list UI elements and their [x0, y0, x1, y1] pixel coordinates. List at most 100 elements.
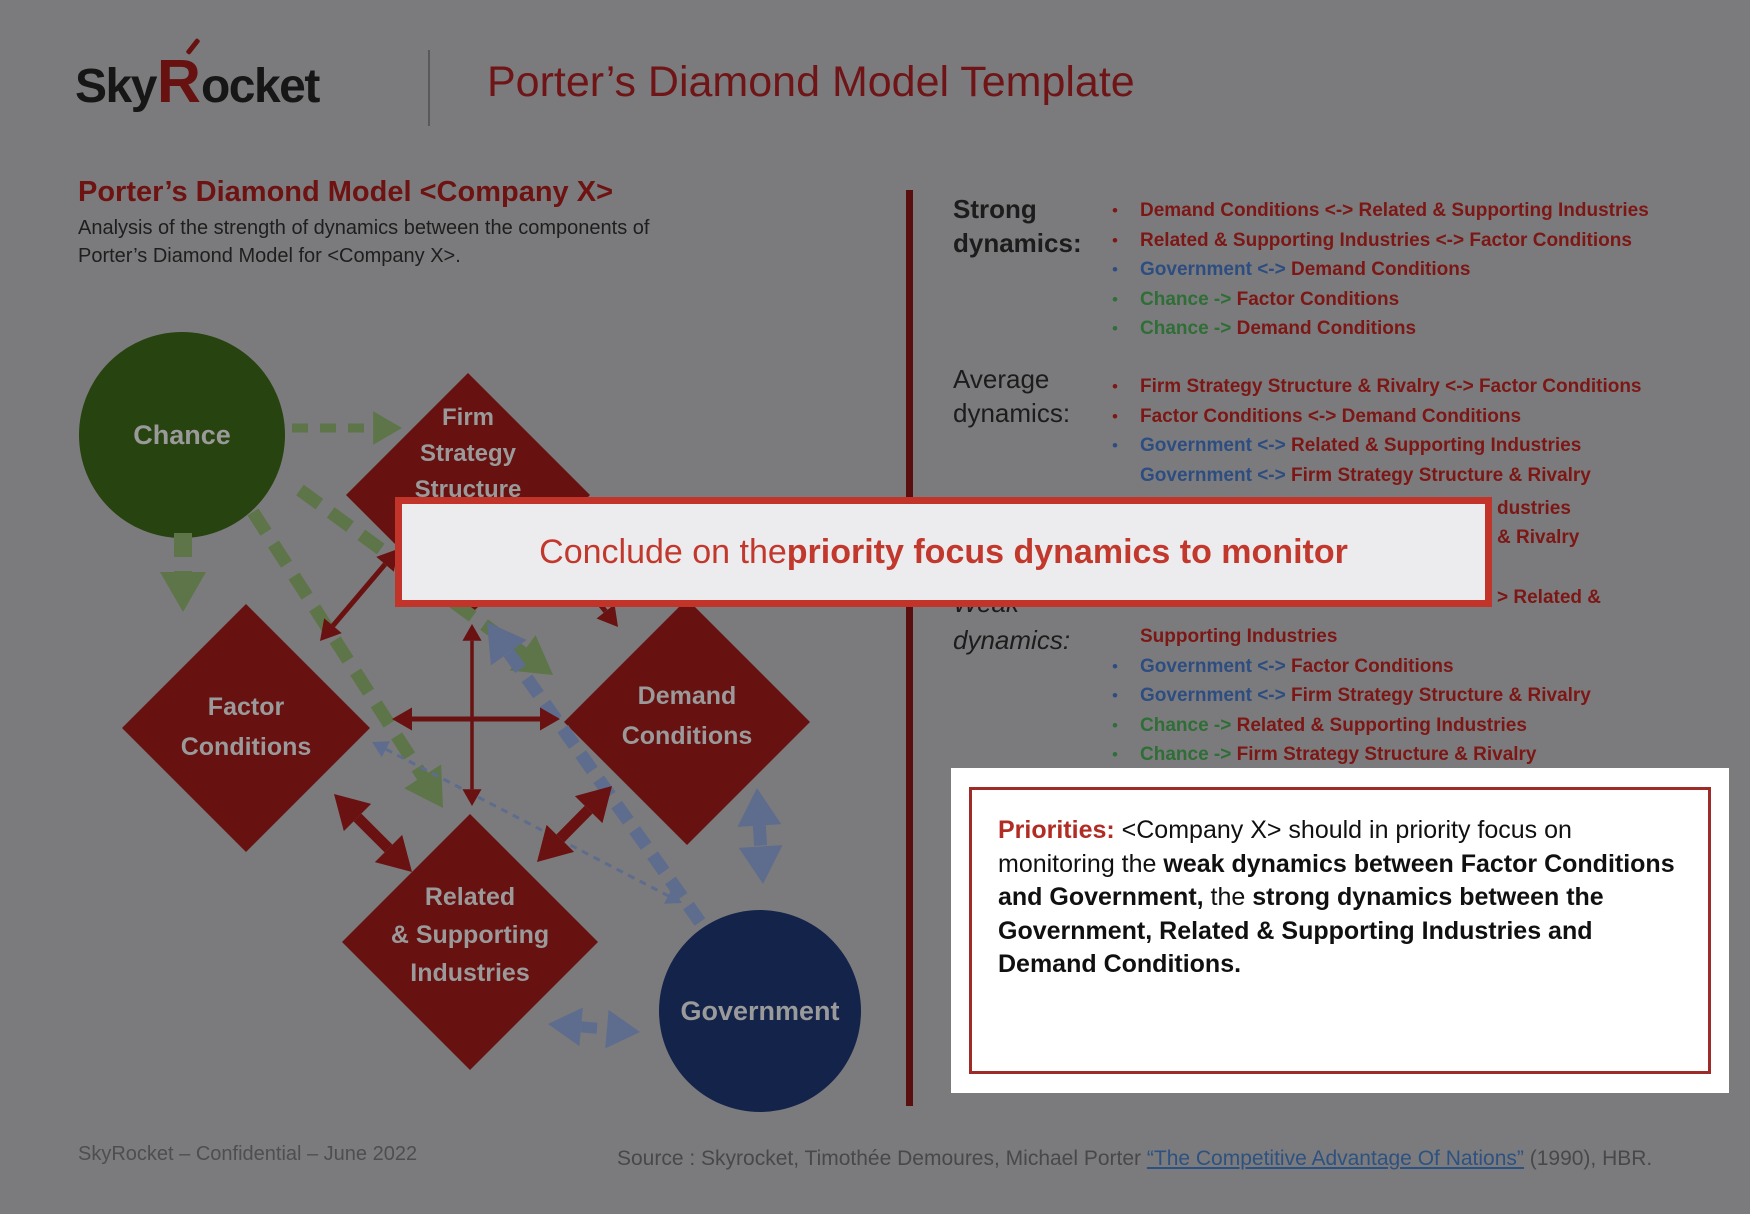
partially-hidden-item-fragment: > Related &: [1497, 587, 1602, 608]
chance-label: Chance: [133, 420, 231, 450]
dynamics-item-text: Chance -> Firm Strategy Structure & Riva…: [1140, 744, 1537, 765]
arrowhead-icon: [462, 789, 482, 806]
callout-text-emphasis: priority focus dynamics to monitor: [786, 532, 1348, 571]
dynamics-item: • Government <-> Demand Conditions: [1112, 255, 1649, 285]
logo-letter-r: R: [157, 37, 201, 116]
bullet-icon: •: [1112, 436, 1118, 455]
dynamics-item: • Chance -> Factor Conditions: [1112, 285, 1649, 315]
dynamics-item: •Related & Supporting Industries <-> Fac…: [1112, 226, 1649, 256]
dynamics-item: • Firm Strategy Structure & Rivalry <-> F…: [1112, 372, 1642, 402]
dynamic-arrow-red: [556, 805, 593, 843]
weak-dynamics-list: Supporting Industries • Government <-> Fac…: [1112, 622, 1591, 770]
arrowhead-icon: [605, 1009, 640, 1049]
dynamic-arrow-blue: [385, 747, 669, 898]
dynamic-arrow-green: [247, 508, 429, 780]
dynamics-item: •Demand Conditions <-> Related & Support…: [1112, 196, 1649, 226]
priorities-text: Priorities: <Company X> should in priori…: [969, 787, 1711, 1074]
logo-text-sky: Sky: [75, 60, 157, 113]
bullet-icon: •: [1112, 745, 1118, 764]
demand-conditions-node: [564, 599, 810, 845]
dynamics-item: • Government <-> Factor Conditions: [1112, 652, 1591, 682]
dynamics-item-text: Chance -> Related & Supporting Industrie…: [1140, 714, 1527, 736]
dynamics-item-text: Supporting Industries: [1140, 626, 1338, 647]
bullet-icon: •: [1112, 715, 1118, 735]
arrowhead-icon: [320, 618, 342, 641]
dynamics-item: • Chance -> Related & Supporting Industri…: [1112, 711, 1591, 741]
section-heading: Porter’s Diamond Model <Company X>: [78, 176, 613, 208]
average-dynamics-list: • Firm Strategy Structure & Rivalry <-> F…: [1112, 372, 1642, 490]
related-supporting-node: [342, 814, 598, 1070]
dynamics-item-text: Chance -> Factor Conditions: [1140, 288, 1400, 310]
priorities-segment: weak dynamics between Factor Conditions …: [998, 849, 1675, 912]
dynamics-item: Government <-> Firm Strategy Structure &…: [1112, 461, 1642, 491]
priorities-segment: strong dynamics between the Government, …: [998, 883, 1604, 978]
vertical-divider-bar: [906, 190, 913, 1106]
priorities-segment: <Company X> should in priority focus on …: [998, 816, 1572, 878]
bullet-icon: [1112, 461, 1140, 491]
page-title: Porter’s Diamond Model Template: [487, 58, 1135, 106]
strong-dynamics-list: • Demand Conditions <-> Related & Support…: [1112, 196, 1649, 344]
conclusion-callout: Conclude on the priority focus dynamics …: [395, 497, 1492, 607]
bullet-icon: •: [1112, 406, 1118, 426]
arrowhead-icon: [487, 622, 527, 666]
arrowhead-icon: [738, 845, 783, 884]
arrowhead-icon: [374, 834, 412, 872]
dynamics-item-text: Government <-> Firm Strategy Structure &…: [1140, 685, 1591, 706]
bullet-icon: •: [1112, 230, 1118, 250]
arrowhead-icon: [160, 572, 206, 612]
bullet-icon: •: [1112, 260, 1118, 279]
arrowhead-icon: [376, 549, 398, 572]
arrowhead-icon: [540, 707, 560, 731]
government-label: Government: [680, 996, 840, 1026]
dynamics-item-text: Demand Conditions <-> Related & Supporti…: [1140, 200, 1649, 221]
dynamic-arrow-blue: [503, 648, 706, 926]
dynamics-item-text: Government <-> Factor Conditions: [1140, 655, 1454, 677]
logo-text-ocket: ocket: [200, 60, 320, 113]
arrowhead-icon: [737, 788, 782, 827]
footer-confidential: SkyRocket – Confidential – June 2022: [78, 1143, 418, 1165]
dynamics-item-text: Government <-> Demand Conditions: [1140, 259, 1471, 280]
bullet-icon: •: [1112, 686, 1118, 705]
bullet-icon: •: [1112, 289, 1118, 309]
priorities-box: Priorities: <Company X> should in priori…: [951, 768, 1729, 1093]
arrowhead-icon: [392, 707, 412, 731]
bullet-icon: •: [1112, 319, 1118, 338]
dynamics-item: • Chance -> Demand Conditions: [1112, 314, 1649, 344]
bullet-icon: •: [1112, 656, 1118, 676]
source-link[interactable]: “The Competitive Advantage Of Nations”: [1146, 1147, 1524, 1170]
dynamics-item-text: Government <-> Firm Strategy Structure &…: [1140, 464, 1591, 486]
dynamics-item-text: Chance -> Demand Conditions: [1140, 318, 1417, 339]
arrowhead-icon: [373, 411, 402, 445]
source-prefix: Source : Skyrocket, Timothée Demoures, M…: [617, 1147, 1147, 1170]
dynamics-item: • Chance -> Firm Strategy Structure & Riv…: [1112, 740, 1591, 770]
factor-conditions-node: [122, 604, 370, 852]
bullet-icon: [1112, 622, 1140, 652]
description-line-1: Analysis of the strength of dynamics bet…: [78, 217, 650, 239]
dynamics-item: • Government <-> Related & Supporting Ind…: [1112, 431, 1642, 461]
bullet-icon: •: [1112, 377, 1118, 396]
arrowhead-icon: [462, 624, 482, 641]
priorities-segment: Priorities:: [998, 816, 1122, 844]
partially-hidden-item-fragment: & Rivalry: [1497, 527, 1580, 548]
header-divider-line: [428, 50, 430, 126]
dynamics-item: • Government <-> Firm Strategy Structure …: [1112, 681, 1591, 711]
dynamics-item-text: Firm Strategy Structure & Rivalry <-> Fa…: [1140, 376, 1642, 397]
source-suffix: (1990), HBR.: [1523, 1147, 1653, 1170]
arrowhead-icon: [537, 824, 575, 862]
dynamics-item: Supporting Industries: [1112, 622, 1591, 652]
callout-text-prefix: Conclude on the: [539, 532, 787, 571]
arrowhead-icon: [334, 794, 372, 832]
partially-hidden-item-fragment: dustries: [1497, 498, 1571, 519]
dynamic-arrow-red: [353, 813, 393, 853]
chance-node: [79, 332, 285, 538]
dynamics-item-text: Factor Conditions <-> Demand Conditions: [1140, 405, 1522, 427]
footer-source: Source : Skyrocket, Timothée Demoures, M…: [617, 1147, 1652, 1171]
dynamics-item-text: Government <-> Related & Supporting Indu…: [1140, 435, 1582, 456]
arrowhead-icon: [548, 1007, 583, 1047]
dynamics-item: • Factor Conditions <-> Demand Conditions: [1112, 402, 1642, 432]
